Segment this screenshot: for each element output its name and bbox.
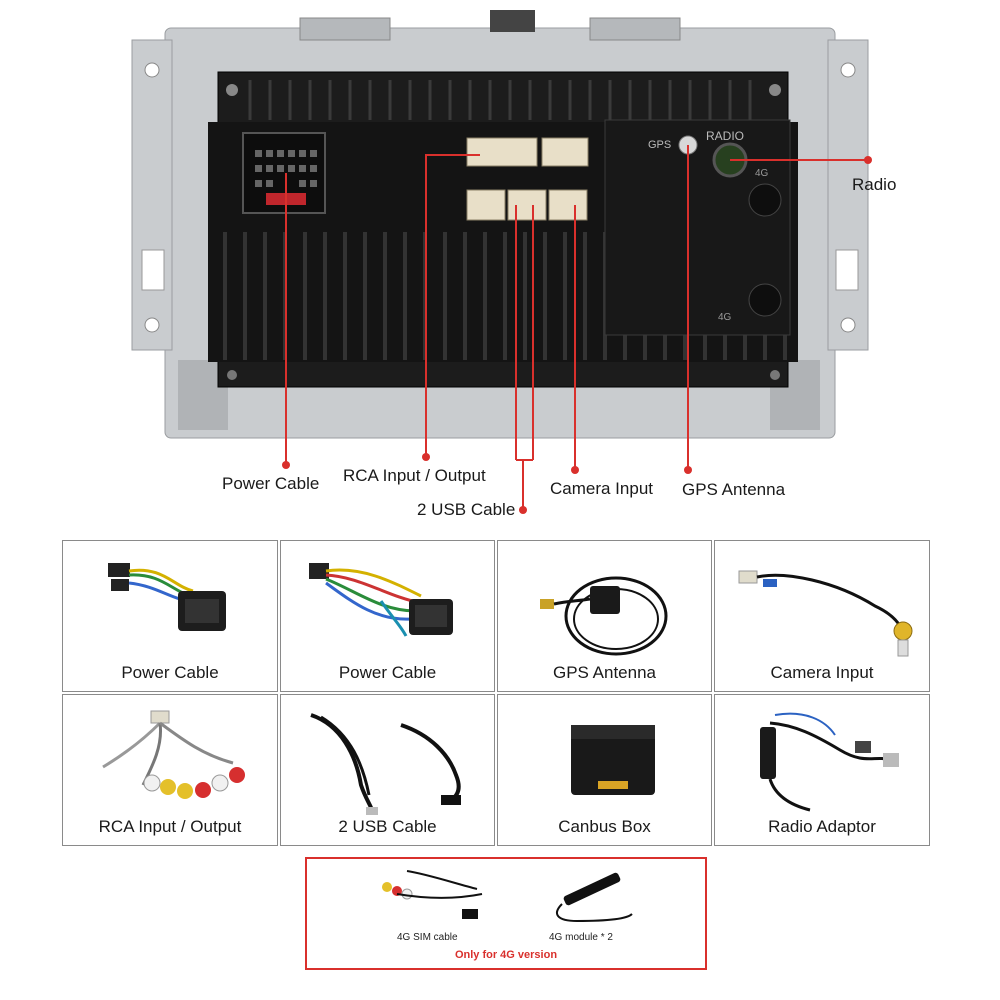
radio-adaptor-icon (760, 712, 899, 812)
callout-dots (282, 156, 872, 514)
accessory-camera-input: Camera Input (714, 540, 930, 692)
callout-usb: 2 USB Cable (417, 500, 516, 519)
white-connectors (466, 137, 589, 221)
kit-note: Only for 4G version (454, 949, 558, 961)
accessory-power-cable-1: Power Cable (62, 540, 278, 692)
accessory-gps-antenna: GPS Antenna (497, 540, 712, 692)
accessory-label: 2 USB Cable (338, 817, 437, 836)
fourg-module-icon (556, 872, 633, 923)
accessory-canbus-box: Canbus Box (497, 694, 712, 846)
power-connector-port (242, 132, 326, 214)
callout-lines (285, 145, 868, 510)
gps-antenna-icon (540, 576, 668, 656)
callout-radio: Radio (852, 175, 897, 194)
antenna-panel: GPS RADIO 4G 4G (604, 119, 791, 336)
accessory-label: Radio Adaptor (768, 817, 876, 836)
rca-cable-icon (102, 710, 245, 799)
power-harness-multi-icon (309, 563, 453, 637)
accessory-rca: RCA Input / Output (62, 694, 278, 846)
sim-cable-icon (382, 870, 483, 919)
accessory-usb: 2 USB Cable (280, 694, 495, 846)
callout-camera: Camera Input (550, 479, 653, 498)
fourg-port-label-top: 4G (755, 168, 769, 179)
accessory-label: RCA Input / Output (98, 817, 242, 836)
kit-module-label: 4G module * 2 (549, 932, 613, 943)
accessory-label: GPS Antenna (552, 663, 657, 682)
callout-gps: GPS Antenna (682, 480, 786, 499)
accessory-power-cable-2: Power Cable (280, 540, 495, 692)
accessory-label: Camera Input (770, 663, 874, 682)
accessory-label: Power Cable (338, 663, 437, 682)
kit-4g-box: 4G SIM cable 4G module * 2 Only for 4G v… (305, 857, 707, 970)
head-unit-rear-view: GPS RADIO 4G 4G (131, 10, 872, 514)
callout-power-cable: Power Cable (222, 474, 320, 493)
gps-port-label: GPS (648, 139, 671, 151)
power-harness-icon (108, 563, 226, 631)
radio-port-label: RADIO (706, 129, 744, 143)
accessory-label: Power Cable (121, 663, 219, 682)
callout-rca: RCA Input / Output (343, 466, 486, 485)
kit-sim-label: 4G SIM cable (397, 932, 458, 943)
kit-4g-illustration (382, 870, 633, 923)
fourg-port-label-bottom: 4G (718, 312, 732, 323)
camera-cable-icon (738, 570, 913, 657)
accessory-label: Canbus Box (558, 817, 651, 836)
canbus-box-icon (571, 725, 655, 795)
accessory-radio-adaptor: Radio Adaptor (714, 694, 930, 846)
usb-cable-icon (310, 713, 461, 815)
